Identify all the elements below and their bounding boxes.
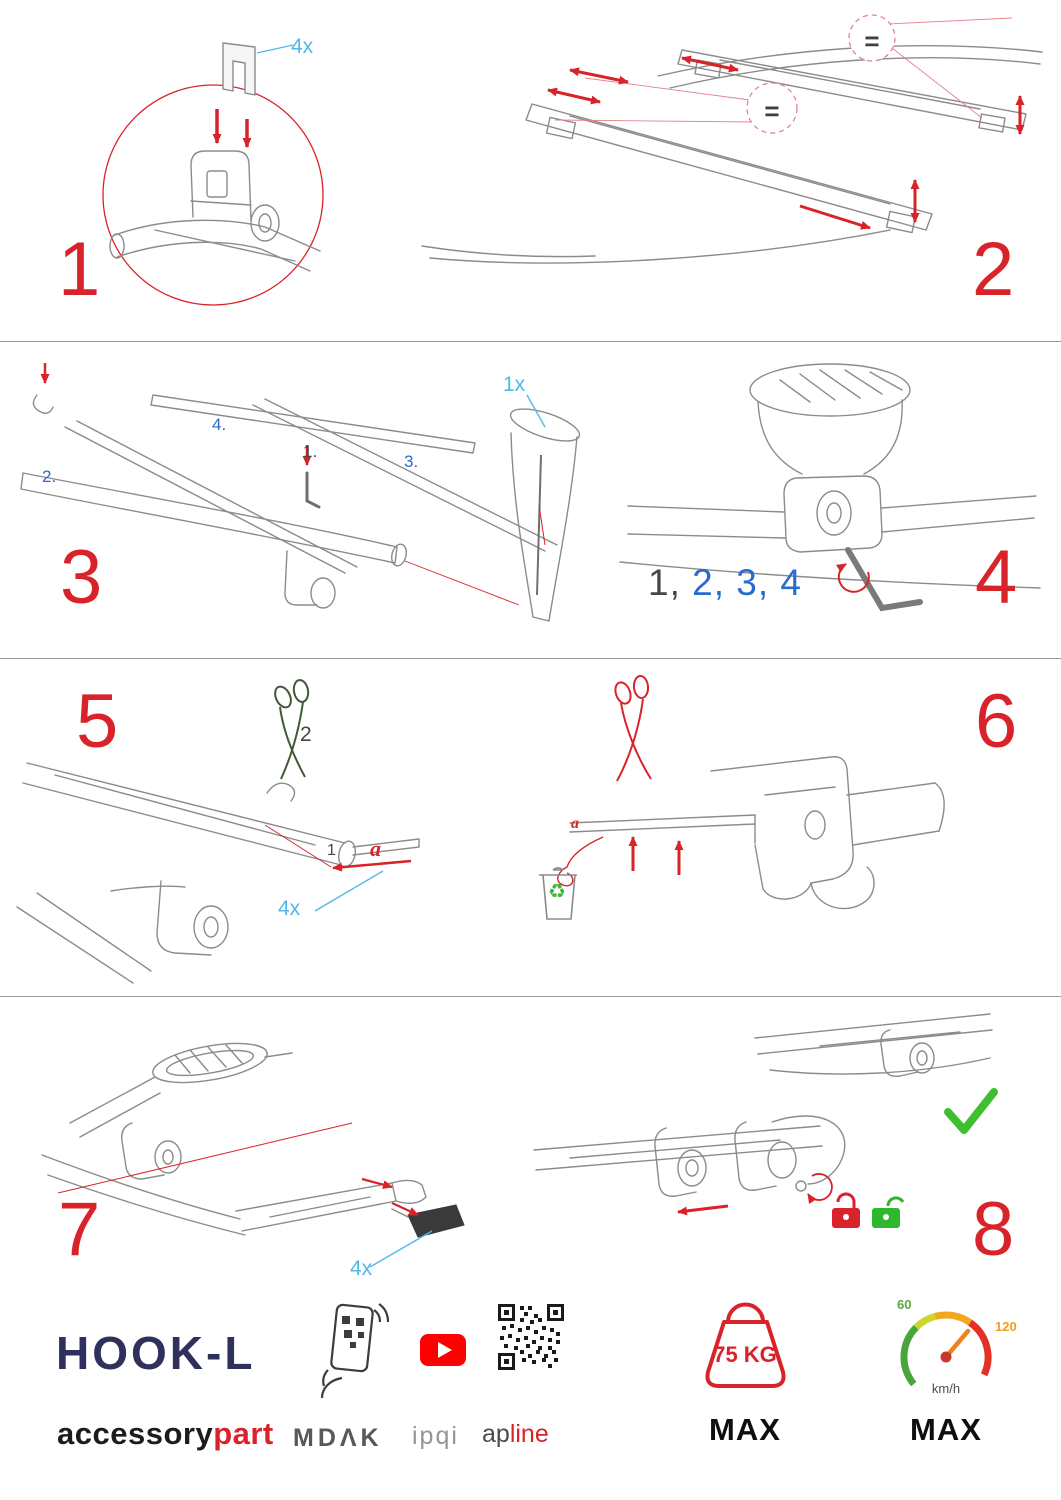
scissors-icon: [614, 675, 652, 782]
step-4-diagram: [619, 363, 1041, 612]
step-1-diagram: [102, 42, 324, 306]
strip-label-a: a: [370, 836, 381, 861]
sequence-remaining: 2, 3, 4: [692, 562, 802, 603]
divider: [0, 658, 1061, 659]
logo-apline: apline: [482, 1420, 549, 1449]
speed-unit-label: km/h: [931, 1381, 961, 1396]
crossbar: [235, 1182, 397, 1232]
bracket-part: [222, 42, 256, 96]
allen-key-icon: [845, 547, 923, 612]
phone-scan-icon: [320, 1303, 390, 1399]
speed-min-label: 60: [897, 1297, 912, 1312]
logo-ap-prefix: ap: [482, 1420, 510, 1448]
clamp-body: [783, 475, 883, 553]
speed-max-value: 120: [995, 1319, 1017, 1334]
step-8-diagram: [533, 1013, 998, 1228]
divider: [0, 341, 1061, 342]
rotate-arrow: [835, 563, 870, 593]
step-6-diagram: [539, 675, 945, 920]
step-3-number: 3: [60, 535, 102, 620]
unlocked-padlock-icon: [872, 1196, 905, 1228]
part-label-4: 4.: [212, 415, 227, 434]
leg-cone-opening: [749, 363, 911, 417]
step-1-number: 1: [58, 227, 100, 312]
step-5-number: 5: [76, 679, 118, 764]
speedometer-needle: [943, 1328, 971, 1360]
scissors-icon: [274, 679, 310, 780]
step-5-qty-label: 4x: [278, 897, 301, 920]
cut-strip-scrap: [557, 836, 604, 887]
step-3-qty-label: 1x: [503, 373, 526, 396]
weight-value: 75 KG: [713, 1342, 777, 1367]
check-icon: [944, 1088, 998, 1134]
logo-ap-suffix: line: [509, 1420, 549, 1448]
guide-line: [57, 1122, 353, 1194]
brand-logo: accessorypart: [57, 1416, 274, 1452]
equal-spacing-badge: [746, 82, 798, 134]
step-7-diagram: [41, 1042, 465, 1268]
locked-padlock-icon: [832, 1192, 860, 1228]
crossbar: [22, 762, 346, 866]
clamp-body: [190, 150, 252, 222]
step-4-sequence: 1, 2, 3, 4: [648, 562, 802, 604]
step-8-number: 8: [972, 1187, 1014, 1272]
end-cap-part: [407, 1204, 465, 1238]
speed-max-label: MAX: [910, 1412, 982, 1447]
equal-label: =: [764, 96, 780, 126]
product-name: HOOK-L: [56, 1327, 256, 1379]
bar-opening: [152, 1042, 268, 1084]
rear-crossbar: [150, 394, 476, 454]
crossbar: [533, 1125, 823, 1171]
equal-spacing-badge: [848, 14, 896, 62]
brand-suffix: part: [213, 1416, 274, 1451]
leg-cone-opening: [509, 408, 581, 442]
step-2-diagram: [421, 14, 1043, 264]
logo-ipqi: ipqi: [412, 1422, 459, 1450]
divider: [0, 996, 1061, 997]
recycle-icon: ♻: [548, 881, 566, 903]
step-7-number: 7: [58, 1187, 100, 1272]
weight-limit-icon: [705, 1302, 786, 1388]
step-4-number: 4: [975, 535, 1017, 620]
insert-step-label: 1: [327, 842, 336, 859]
youtube-icon: [420, 1334, 466, 1366]
trash-bin-icon: [539, 867, 577, 920]
strip-label-a: a: [571, 815, 579, 832]
step-2-number: 2: [972, 227, 1014, 312]
qr-code-icon: [498, 1304, 564, 1370]
step-1-qty-label: 4x: [291, 35, 314, 58]
sequence-done: 1,: [648, 562, 681, 603]
allen-key-icon: [536, 454, 542, 596]
weight-max-label: MAX: [709, 1412, 781, 1447]
front-crossbar: [525, 103, 933, 231]
part-label-3: 3.: [404, 452, 419, 471]
rotate-arrow: [807, 1173, 833, 1205]
step-7-qty-label: 4x: [350, 1257, 373, 1280]
rubber-strip: [569, 814, 756, 833]
equal-label: =: [864, 26, 880, 56]
magnifier-circle: [102, 84, 324, 306]
brand-prefix: accessory: [57, 1416, 214, 1451]
cut-step-label: 2: [300, 723, 312, 746]
rubber-strip: [352, 838, 420, 856]
part-label-2: 2.: [42, 467, 57, 486]
front-crossbar: [20, 472, 398, 564]
step-6-number: 6: [975, 679, 1017, 764]
step-5-diagram: [16, 679, 420, 984]
clamp-bracket: [710, 756, 854, 900]
logo-mdak: MDΛK: [293, 1424, 383, 1452]
hook-arm: [771, 1115, 846, 1185]
step-3-diagram: [20, 363, 581, 622]
speedometer-icon: [900, 1311, 992, 1387]
allen-key-icon: [305, 471, 321, 509]
part-label-1: 1.: [303, 442, 318, 461]
